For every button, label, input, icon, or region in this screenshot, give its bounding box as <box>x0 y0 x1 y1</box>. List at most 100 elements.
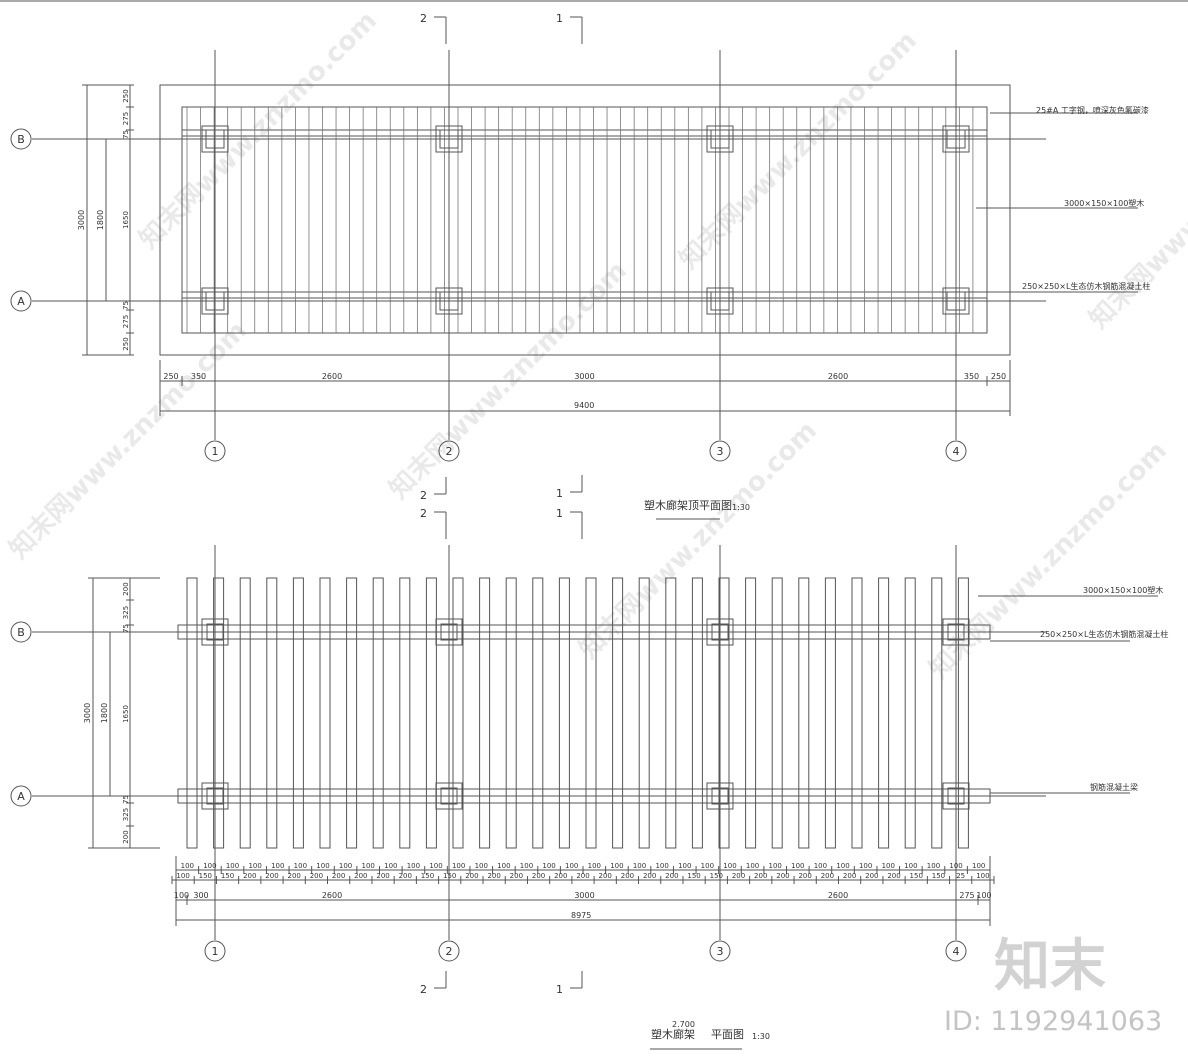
plan2-slat-19 <box>691 577 703 849</box>
plan1-dim-left-3: 1650 <box>122 211 130 229</box>
plan2-dim-left-4: 75 <box>122 795 130 804</box>
plan2-slat-3 <box>266 577 278 849</box>
plan2-label-column: 250×250×L生态仿木钢筋混凝土柱 <box>1040 629 1168 639</box>
plan2-dim-row3-3: 3000 <box>574 891 594 900</box>
plan1-section-mark-1-bottom-label: 1 <box>556 487 563 500</box>
plan1-timber-field <box>181 106 988 334</box>
plan2-dim-row1-18: 100 <box>588 862 601 870</box>
plan2-slat-10 <box>452 577 464 849</box>
plan2-dim-row1-22: 100 <box>678 862 691 870</box>
plan1-axis-col-label-3-bubble <box>709 440 731 462</box>
plan2-dim-row1-7: 100 <box>339 862 352 870</box>
plan2-axis-col-label-1: 1 <box>212 945 219 958</box>
plan2-title: 塑木廊架 <box>651 1027 695 1041</box>
plan2-dim-row3-4: 2600 <box>828 891 848 900</box>
plan2-dim-row1-16: 100 <box>542 862 555 870</box>
plan2-dim-row2-24: 150 <box>710 872 723 880</box>
plan2-dim-row2-0: 100 <box>176 872 189 880</box>
plan2-dim-row2-8: 200 <box>354 872 367 880</box>
plan2-axis-col-label-3: 3 <box>717 945 724 958</box>
plan2-dim-row1-17: 100 <box>565 862 578 870</box>
plan2-dim-row1-33: 100 <box>927 862 940 870</box>
plan2-dim-row1-9: 100 <box>384 862 397 870</box>
plan2-dim-row1-29: 100 <box>836 862 849 870</box>
plan2-dim-left-mid-text: 1800 <box>100 703 109 723</box>
plan2-slat-0 <box>186 577 198 849</box>
plan2-dim-row3-0: 100 <box>174 891 189 900</box>
plan2-dim-row2-32: 200 <box>887 872 900 880</box>
plan1-axis-col-label-2-bubble <box>438 440 460 462</box>
plan1-platform-outline <box>159 84 1011 356</box>
plan2-slat-16 <box>612 577 624 849</box>
plan2-elevation: 2.700 <box>672 1020 695 1029</box>
plan2-slat-25 <box>851 577 863 849</box>
plan2-label-beam: 钢筋混凝土梁 <box>1090 782 1138 792</box>
plan1-section-mark-2-top-label: 2 <box>420 12 427 25</box>
plan2-dim-row1-19: 100 <box>610 862 623 870</box>
plan2-axis-row-label-B: B <box>17 626 25 639</box>
plan2-axis-col-label-4: 4 <box>953 945 960 958</box>
plan2-slat-2 <box>239 577 251 849</box>
plan1-label-steel: 25#A 工字钢，喷深灰色氟碳漆 <box>1036 105 1149 115</box>
plan2-dim-row1-4: 100 <box>271 862 284 870</box>
plan2-label-timber: 3000×150×100塑木 <box>1083 585 1163 595</box>
plan2-slat-9 <box>425 577 437 849</box>
plan2-axis-col-label-4-bubble <box>945 940 967 962</box>
plan2-dim-row2-16: 200 <box>532 872 545 880</box>
plan2-dim-row1-11: 100 <box>429 862 442 870</box>
plan2-slat-23 <box>798 577 810 849</box>
plan2-slat-22 <box>771 577 783 849</box>
plan2-dim-row3-2: 2600 <box>322 891 342 900</box>
plan2-dim-row2-20: 200 <box>621 872 634 880</box>
watermark-id: ID: 1192941063 <box>944 1006 1162 1037</box>
watermark-site-6: 知末网www.znzmo.com <box>1084 86 1188 335</box>
plan2-section-mark-2-top-label: 2 <box>420 507 427 520</box>
plan2-slat-29 <box>957 577 969 849</box>
plan2-section-mark-2-bottom-label: 2 <box>420 983 427 996</box>
text-layer: 25#A 工字钢，喷深灰色氟碳漆 3000×150×100塑木 250×250×… <box>571 105 1168 1041</box>
watermark-logo: 知末 <box>994 934 1106 999</box>
plan2-slat-21 <box>745 577 757 849</box>
plan2-dim-row1-25: 100 <box>746 862 759 870</box>
plan2-dim-left-0: 200 <box>122 582 130 595</box>
plan1-dim-4: 2600 <box>828 372 848 381</box>
plan2-dim-row2-25: 200 <box>732 872 745 880</box>
plan1-label-column: 250×250×L生态仿木钢筋混凝土柱 <box>1022 281 1150 291</box>
plan2-dim-row2-6: 200 <box>310 872 323 880</box>
plan2-slat-18 <box>665 577 677 849</box>
plan2-dim-left-1: 325 <box>122 606 130 619</box>
plan2-dim-row2-30: 200 <box>843 872 856 880</box>
plan2-dim-row2-12: 150 <box>443 872 456 880</box>
plan2-dim-row1-24: 100 <box>723 862 736 870</box>
plan1-axis-col-label-4-bubble <box>945 440 967 462</box>
watermark-site-1: 知末网www.znzmo.com <box>384 256 633 505</box>
plan2-dim-row1-12: 100 <box>452 862 465 870</box>
plan2-dim-row2-14: 200 <box>487 872 500 880</box>
plan1-axis-row-label-B-bubble <box>10 128 32 150</box>
plan1-axis-col-label-1-bubble <box>204 440 226 462</box>
plan2-dim-row2-21: 200 <box>643 872 656 880</box>
plan2-dim-row1-32: 100 <box>904 862 917 870</box>
plan2-dim-row1-34: 100 <box>949 862 962 870</box>
plan2-dim-row1-0: 100 <box>181 862 194 870</box>
plan2-dim-row1-14: 100 <box>497 862 510 870</box>
plan2-slat-11 <box>479 577 491 849</box>
plan1-dim-left-4: 75 <box>122 301 130 310</box>
plan2-dim-row2-31: 200 <box>865 872 878 880</box>
plan2-dim-left-6: 200 <box>122 830 130 843</box>
plan2-dim-row2-9: 200 <box>376 872 389 880</box>
plan2-dim-row3-1: 300 <box>193 891 208 900</box>
plan2-dim-row1-10: 100 <box>407 862 420 870</box>
plan2-slat-5 <box>319 577 331 849</box>
plan2-dim-row1-28: 100 <box>814 862 827 870</box>
plan2-dim-left-2: 75 <box>122 624 130 633</box>
plan1-dim-6: 250 <box>991 372 1006 381</box>
plan2-dim-row1-35: 100 <box>972 862 985 870</box>
plan2-slat-6 <box>346 577 358 849</box>
plan2-dim-row2-34: 150 <box>932 872 945 880</box>
plan2-dim-row1-3: 100 <box>248 862 261 870</box>
plan2-slat-8 <box>399 577 411 849</box>
watermark-site-2: 知末网www.znzmo.com <box>674 26 923 275</box>
